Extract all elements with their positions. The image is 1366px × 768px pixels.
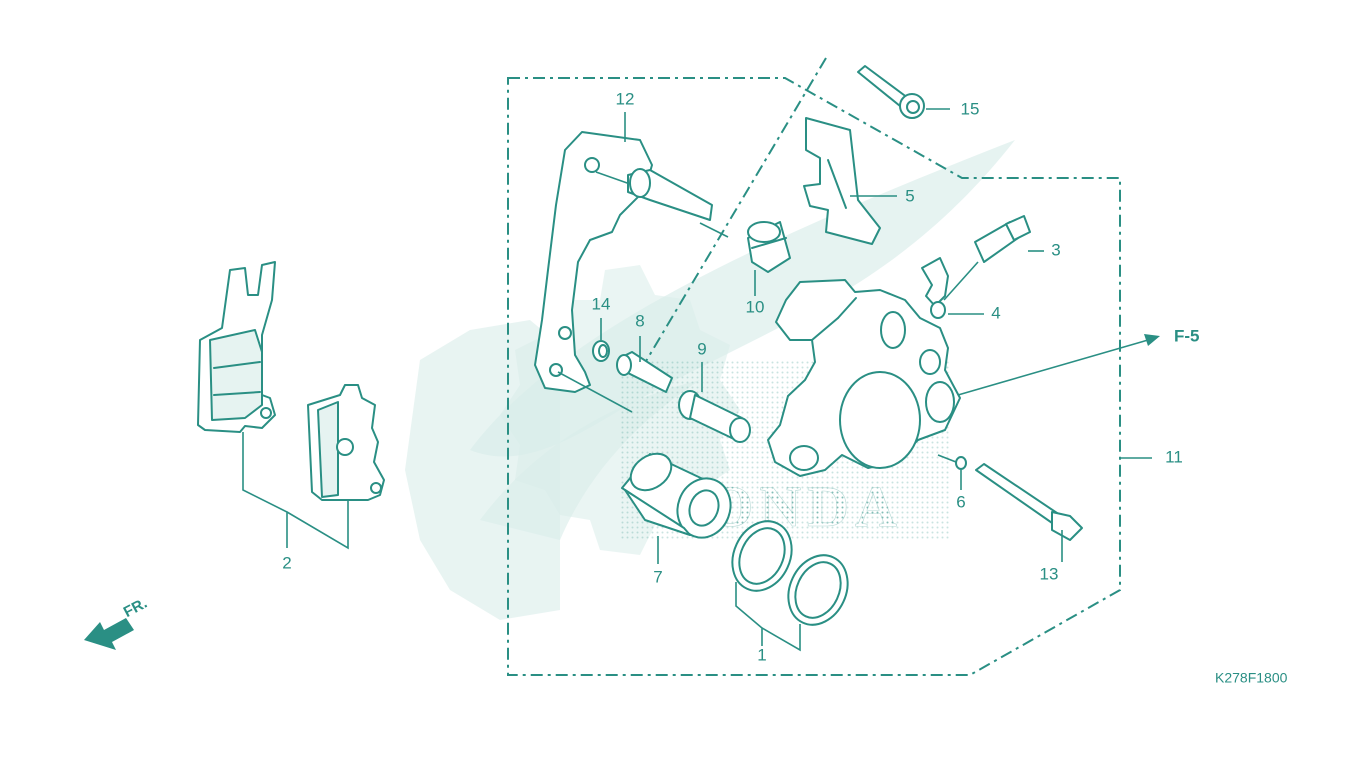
callout-9: 9 xyxy=(697,339,706,358)
leader-1b xyxy=(761,624,801,652)
callout-5: 5 xyxy=(905,186,914,205)
flange-bolt xyxy=(857,65,925,119)
leader-12-pin xyxy=(595,171,631,185)
callout-6: 6 xyxy=(956,492,965,511)
honda-watermark: HONDA xyxy=(405,140,1015,620)
pin-bolt xyxy=(616,351,673,393)
pad-pin xyxy=(975,463,1083,541)
leader-3b xyxy=(943,261,979,301)
callout-7: 7 xyxy=(653,567,662,586)
callout-13: 13 xyxy=(1040,564,1059,583)
brake-pad-outer xyxy=(197,261,276,433)
leader-2b xyxy=(286,500,349,550)
reference-label: F-5 xyxy=(1174,326,1200,345)
washer xyxy=(955,456,967,470)
dust-boot xyxy=(747,221,791,273)
piston-seals xyxy=(731,520,849,626)
ref-arrow-line xyxy=(957,339,1149,396)
callout-12: 12 xyxy=(616,89,635,108)
ref-arrow-head xyxy=(1144,334,1160,346)
caliper-body xyxy=(767,279,961,477)
front-label: FR. xyxy=(121,595,150,621)
slide-pin xyxy=(678,390,751,443)
caliper-piston xyxy=(621,452,732,539)
bleed-screw xyxy=(974,215,1031,263)
callout-4: 4 xyxy=(991,303,1000,322)
callout-2: 2 xyxy=(282,553,291,572)
callout-15: 15 xyxy=(961,99,980,118)
callout-1: 1 xyxy=(757,645,766,664)
callout-3: 3 xyxy=(1051,240,1060,259)
callout-8: 8 xyxy=(635,311,644,330)
brake-pad-inner xyxy=(307,384,385,501)
callout-11: 11 xyxy=(1165,447,1183,466)
callout-14: 14 xyxy=(592,294,611,313)
leader-6b xyxy=(937,454,957,463)
leader-2 xyxy=(242,432,288,548)
caliper-bracket xyxy=(534,131,729,393)
leader-8b xyxy=(557,371,633,413)
assembly-divider xyxy=(635,57,827,379)
bleed-cap xyxy=(921,257,949,319)
callout-10: 10 xyxy=(746,297,765,316)
leader-1 xyxy=(735,582,763,646)
assembly-boundary xyxy=(507,77,1121,676)
pad-spring xyxy=(803,117,881,245)
front-direction-arrow: FR. xyxy=(84,595,150,650)
pin-seal xyxy=(592,340,610,362)
diagram-code: K278F1800 xyxy=(1215,670,1288,686)
